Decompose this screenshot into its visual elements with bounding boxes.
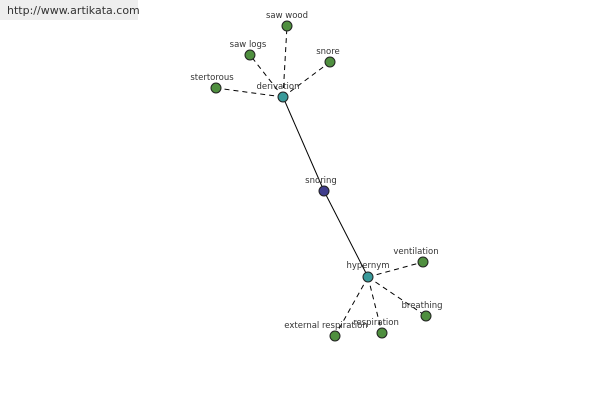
node-ventilation[interactable] xyxy=(417,256,429,268)
label-derivation[interactable]: derivation xyxy=(256,82,299,92)
node-saw-wood[interactable] xyxy=(281,20,293,32)
node-breathing[interactable] xyxy=(420,310,432,322)
edge-derivation-saw-wood xyxy=(282,25,288,98)
edge-hypernym-ventilation xyxy=(367,261,424,278)
label-ventilation[interactable]: ventilation xyxy=(393,247,438,257)
label-respiration[interactable]: respiration xyxy=(353,318,399,328)
label-saw-logs[interactable]: saw logs xyxy=(230,40,267,50)
label-stertorous[interactable]: stertorous xyxy=(190,73,234,83)
node-respiration[interactable] xyxy=(376,327,388,339)
node-stertorous[interactable] xyxy=(210,82,222,94)
node-derivation[interactable] xyxy=(277,91,289,103)
label-breathing[interactable]: breathing xyxy=(401,301,442,311)
edge-derivation-snore xyxy=(282,61,331,98)
node-snoring[interactable] xyxy=(318,185,330,197)
node-saw-logs[interactable] xyxy=(244,49,256,61)
label-saw-wood[interactable]: saw wood xyxy=(266,11,308,21)
label-external-respiration[interactable]: external respiration xyxy=(284,321,367,331)
label-hypernym[interactable]: hypernym xyxy=(346,261,389,271)
label-snore[interactable]: snore xyxy=(316,47,340,57)
node-hypernym[interactable] xyxy=(362,271,374,283)
site-url-link[interactable]: http://www.artikata.com xyxy=(0,0,140,20)
edge-hypernym-respiration xyxy=(367,276,383,334)
edge-derivation-stertorous xyxy=(215,87,284,98)
edge-hypernym-breathing xyxy=(367,276,427,317)
edge-hypernym-external-respiration xyxy=(334,276,369,337)
label-snoring[interactable]: snoring xyxy=(305,176,337,186)
edge-snoring-hypernym xyxy=(323,190,369,278)
node-external-respiration[interactable] xyxy=(329,330,341,342)
edge-snoring-derivation xyxy=(282,96,325,192)
node-snore[interactable] xyxy=(324,56,336,68)
